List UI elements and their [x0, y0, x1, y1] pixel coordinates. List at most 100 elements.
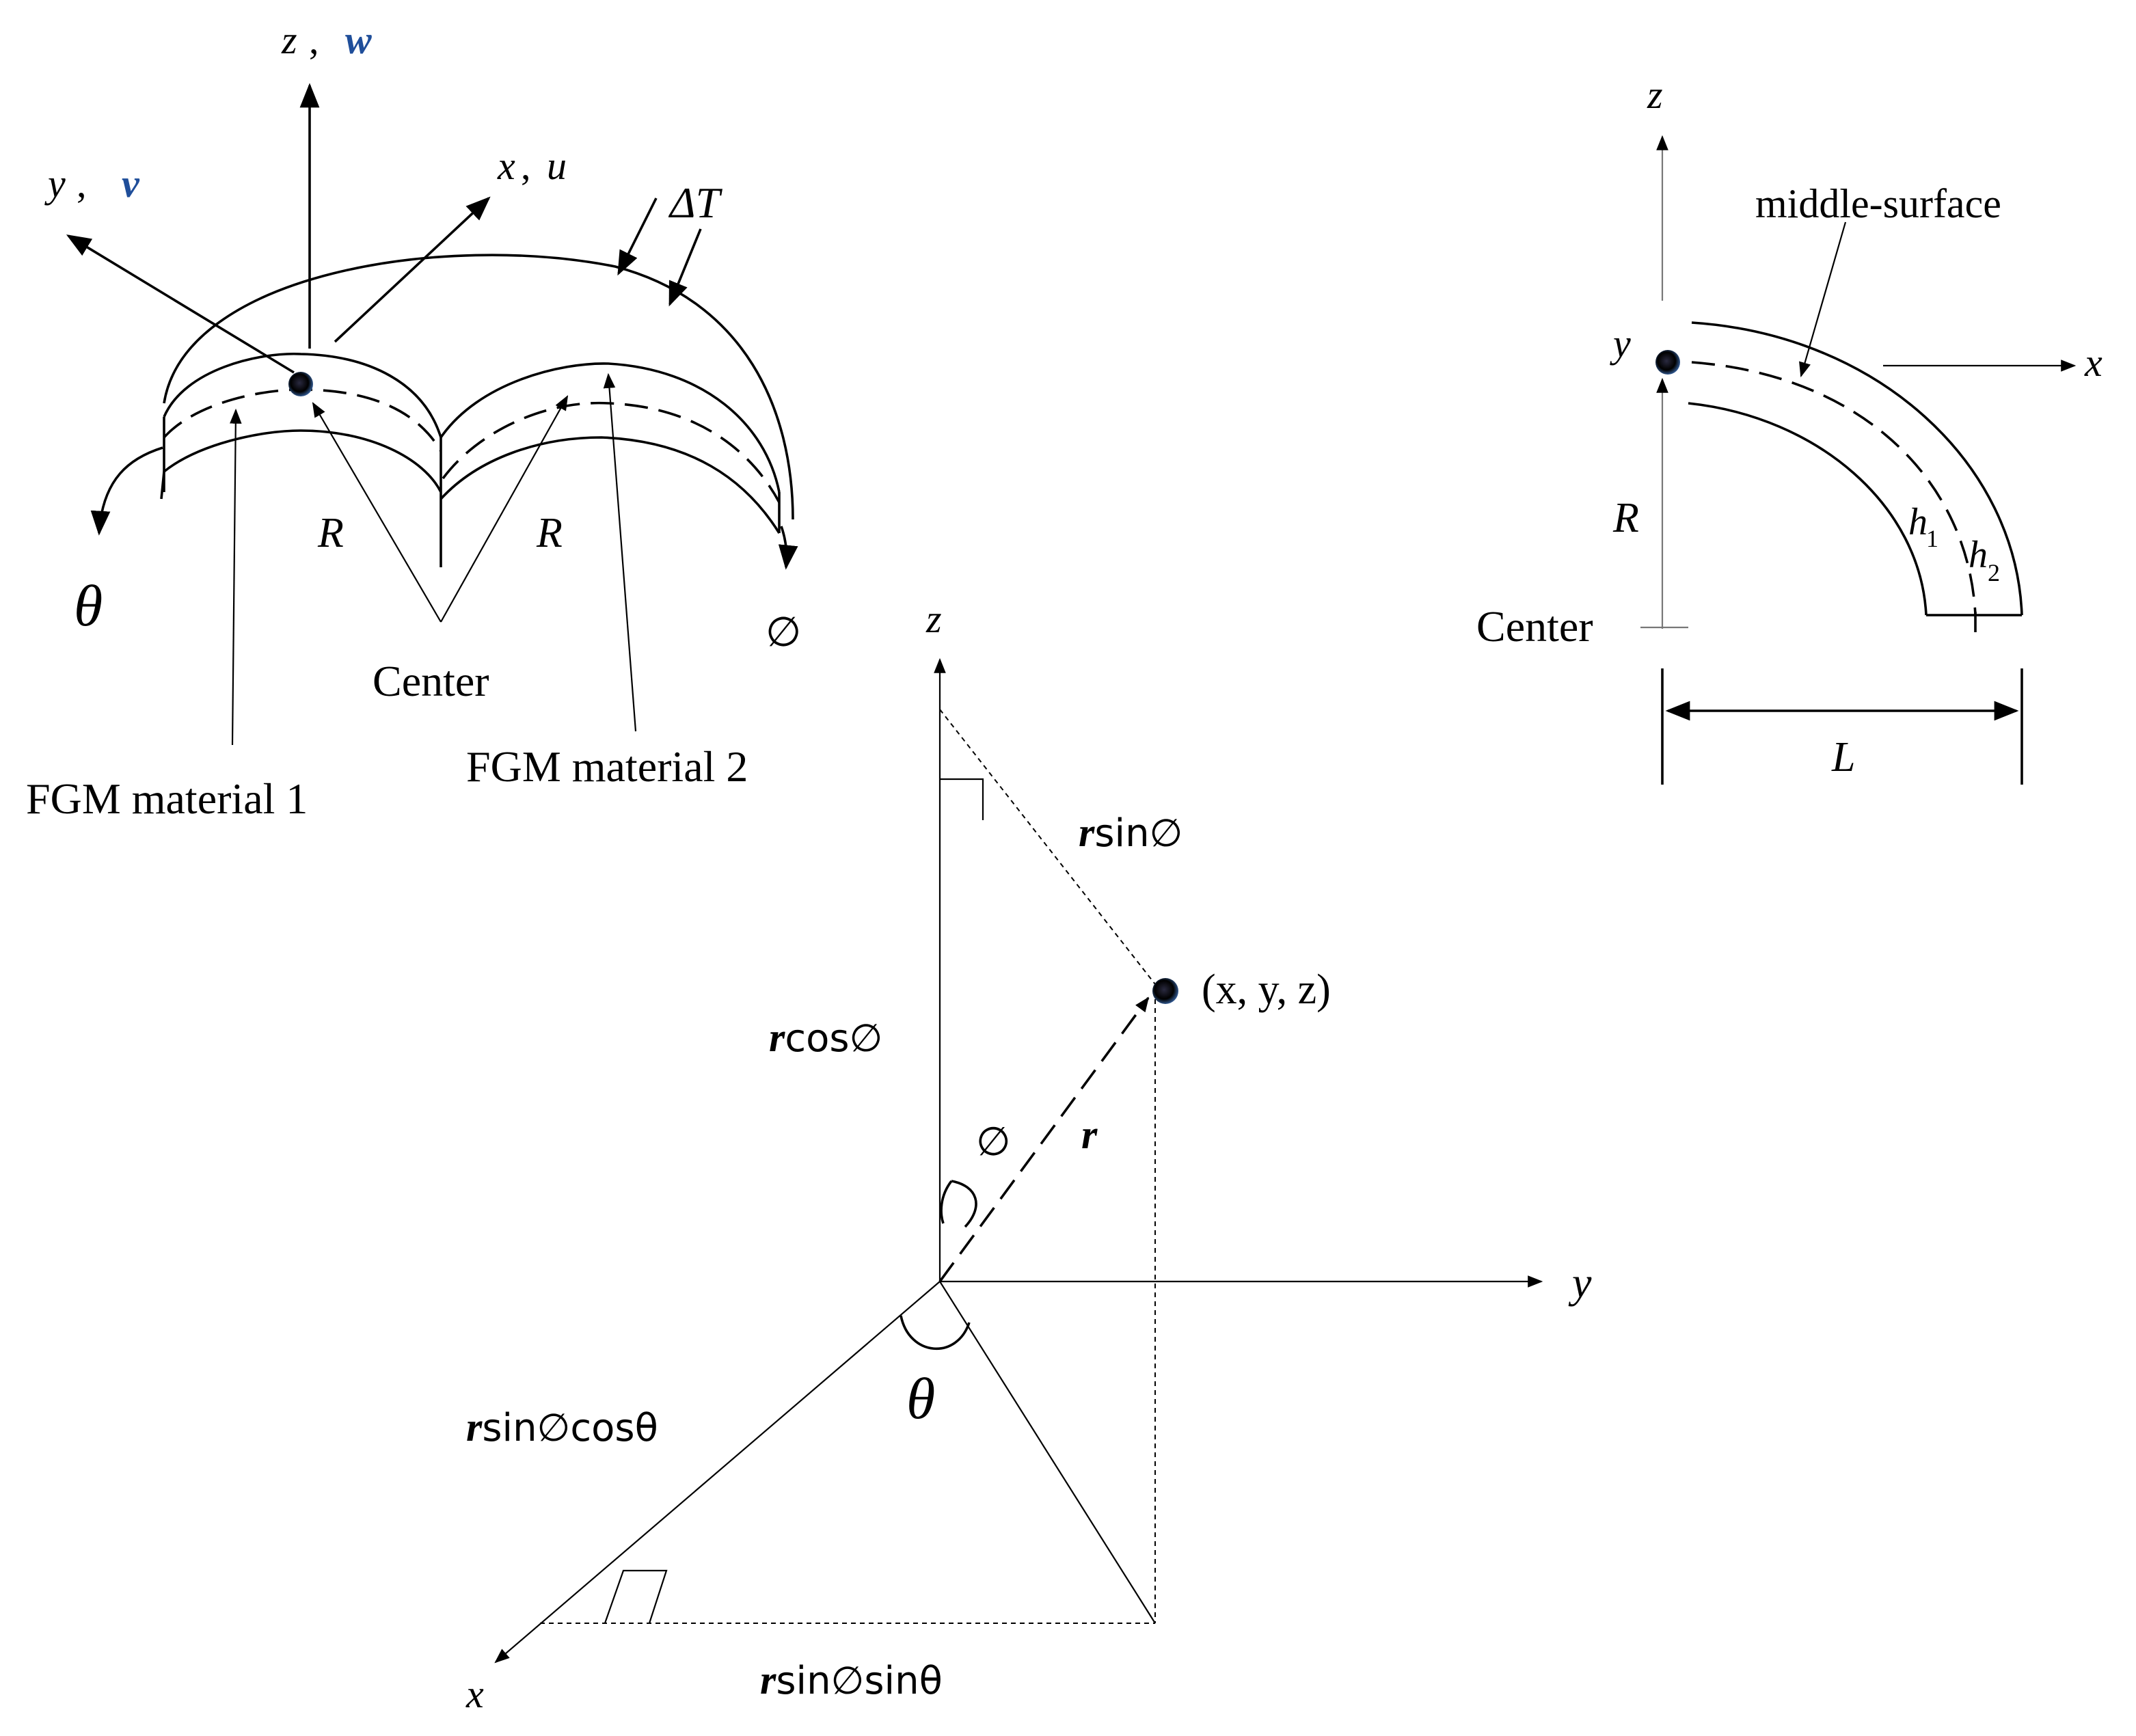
length-label: L: [1831, 734, 1855, 781]
svg-text:θ: θ: [74, 573, 103, 638]
w-label: w: [345, 18, 372, 62]
r-vector-arrow: [938, 996, 1150, 1283]
x-axis-label-right: x: [2084, 340, 2103, 385]
y-axis-label-bottom: y: [1568, 1258, 1592, 1307]
middle-surface-label: middle-surface: [1755, 181, 2001, 226]
left-shell-diagram: z , w y , v x , u ΔT R R θ ∅ Center FGM …: [26, 18, 801, 823]
svg-text:,: ,: [521, 144, 531, 188]
svg-text:FGM material 1: FGM material 1: [26, 774, 308, 823]
right-angle-z: [940, 778, 984, 820]
svg-text:z: z: [281, 18, 297, 62]
h2-label: h: [1969, 534, 1988, 576]
svg-text:v: v: [122, 161, 140, 206]
phi-rotation-arrow: [778, 526, 798, 570]
point-dot: [1152, 978, 1178, 1004]
svg-text:u: u: [547, 144, 567, 188]
x-axis-label: x: [497, 144, 515, 188]
x-axis-arrow: [334, 196, 491, 343]
svg-text:∅: ∅: [976, 1118, 1011, 1165]
section-outer-arc: [1691, 321, 2023, 616]
material-1-pointer: [229, 408, 242, 746]
center-label: Center: [373, 657, 489, 705]
material-2-pointer: [603, 372, 637, 732]
z-comma: ,: [309, 18, 319, 62]
svg-text:w: w: [345, 18, 372, 62]
origin-dot: [288, 372, 313, 396]
fgm-material-2-label: FGM material 2: [466, 742, 748, 791]
svg-text:x: x: [2084, 340, 2103, 385]
z-axis-label: z: [281, 18, 297, 62]
y-axis-label: y: [44, 161, 66, 206]
svg-text:2: 2: [1988, 559, 2000, 586]
section-inner-arc: [1688, 402, 1928, 616]
x-comma: ,: [521, 144, 531, 188]
svg-text:R: R: [1612, 495, 1639, 541]
radius-label-right: R: [1612, 495, 1639, 541]
y-axis-arrow: [66, 234, 295, 374]
theta-angle-arc: [900, 1315, 971, 1350]
phi-label: ∅: [766, 608, 801, 656]
svg-text:z: z: [925, 597, 942, 641]
h1-subscript: 1: [1926, 525, 1938, 552]
svg-text:1: 1: [1926, 525, 1938, 552]
svg-text:(x, y, z): (x, y, z): [1202, 966, 1331, 1013]
svg-text:θ: θ: [906, 1366, 935, 1431]
r-label: r: [1081, 1112, 1098, 1157]
center-pointer-left: [312, 402, 442, 623]
delta-t-label: ΔT: [668, 178, 723, 227]
rsincos-label: sin∅cosθ: [482, 1406, 658, 1450]
left-dome-inner: [163, 429, 442, 493]
z-axis-label-right: z: [1647, 72, 1663, 117]
h1-label: h: [1908, 501, 1928, 543]
rsinsin-label: sin∅sinθ: [776, 1659, 943, 1703]
u-label: u: [547, 144, 567, 188]
middle-surface-pointer: [1799, 221, 1847, 378]
z-axis-label-bottom: z: [925, 597, 942, 641]
right-dome-outer: [440, 362, 781, 493]
svg-text:,: ,: [77, 161, 87, 206]
svg-text:R: R: [536, 510, 563, 556]
svg-text:z: z: [1647, 72, 1663, 117]
theta-angle-label: θ: [906, 1366, 935, 1431]
fgm-material-1-label: FGM material 1: [26, 774, 308, 823]
y-comma: ,: [77, 161, 87, 206]
delta-t-arrow-1: [617, 198, 658, 276]
right-angle-x: [604, 1569, 668, 1624]
left-dome-edge-tip: [160, 471, 165, 500]
phi-angle-arc-2: [940, 1180, 953, 1224]
phi-angle-arc: [951, 1180, 977, 1228]
x-axis-label-bottom: x: [465, 1672, 484, 1716]
svg-text:rcos∅: rcos∅: [769, 1015, 882, 1061]
theta-rotation-arrow: [90, 446, 163, 536]
rsin-label: sin∅: [1094, 811, 1182, 856]
ground-projection: [939, 1281, 1156, 1624]
svg-text:r: r: [1081, 1112, 1098, 1157]
svg-text:FGM material 2: FGM material 2: [466, 742, 748, 791]
svg-text:Center: Center: [1476, 602, 1593, 651]
delta-t-arrow-2: [668, 228, 702, 307]
left-dome-outer: [163, 352, 442, 438]
svg-text:h: h: [1908, 501, 1928, 543]
center-pointer-right: [440, 395, 569, 623]
svg-text:R: R: [317, 510, 344, 556]
point-label: (x, y, z): [1202, 966, 1331, 1013]
svg-text:y: y: [1610, 321, 1631, 366]
theta-label: θ: [74, 573, 103, 638]
svg-text:h: h: [1969, 534, 1988, 576]
phi-angle-label: ∅: [976, 1118, 1011, 1165]
svg-text:middle-surface: middle-surface: [1755, 181, 2001, 226]
outer-surface-arc: [163, 254, 794, 520]
center-label-right: Center: [1476, 602, 1593, 651]
svg-text:rsin∅cosθ: rsin∅cosθ: [466, 1405, 658, 1450]
svg-text:∅: ∅: [766, 608, 801, 656]
svg-text:ΔT: ΔT: [668, 178, 723, 227]
svg-text:x: x: [465, 1672, 484, 1716]
origin-dot-right: [1655, 350, 1680, 375]
right-dome-mid: [442, 401, 781, 503]
svg-text:L: L: [1831, 734, 1855, 781]
svg-text:x: x: [497, 144, 515, 188]
svg-text:y: y: [44, 161, 66, 206]
x-axis-arrow-bottom: [494, 1281, 941, 1664]
rcos-label: cos∅: [785, 1016, 882, 1061]
